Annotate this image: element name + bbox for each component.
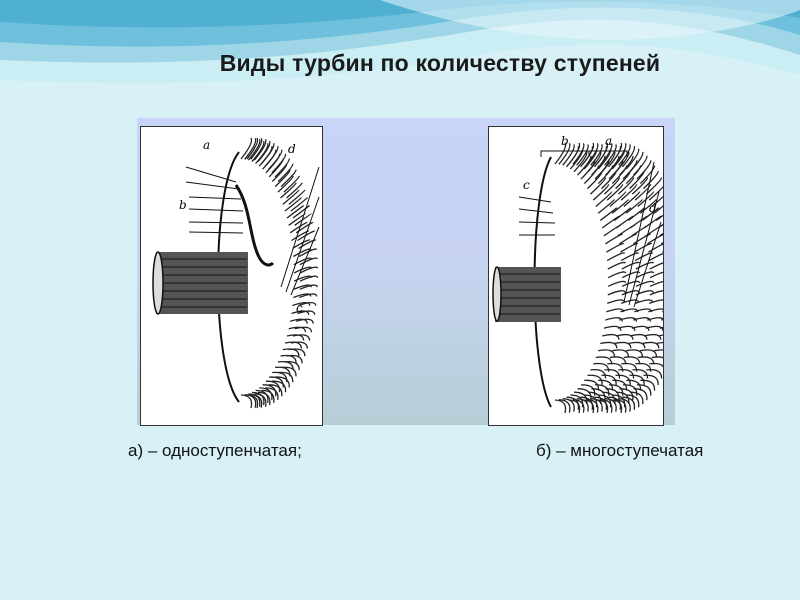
blades-single-stage [240, 137, 319, 409]
label-b-single: b [179, 198, 187, 212]
figure-panel: a b c d [137, 118, 675, 426]
label-b-multi: b [561, 134, 569, 148]
label-d-single: d [288, 142, 296, 156]
background-wave [0, 0, 800, 84]
label-a-single: a [203, 138, 210, 152]
multi-stage-turbine-drawing: b a c d [492, 134, 663, 414]
single-stage-turbine-drawing: a b c d [152, 137, 320, 409]
label-d-multi: d [649, 201, 657, 215]
single-stage-turbine-figure: a b c d [140, 126, 323, 426]
caption-multi-stage: б) – многоступечатая [536, 441, 704, 460]
label-a-multi: a [605, 134, 612, 148]
caption-single-stage: а) – одноступенчатая; [128, 441, 302, 460]
label-c-single: c [296, 301, 303, 315]
blades-multi-stage [554, 142, 663, 414]
slide-title: Виды турбин по количеству ступеней [219, 50, 661, 76]
multi-stage-turbine-figure: b a c d [488, 126, 664, 426]
label-c-multi: c [523, 178, 530, 192]
